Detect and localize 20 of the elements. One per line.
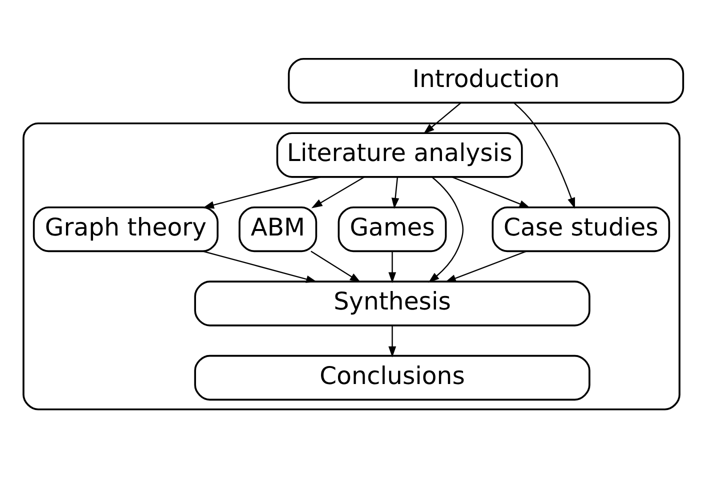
- arrow: [452, 176, 530, 208]
- arrow: [388, 250, 396, 283]
- node-box: Literature analysis: [276, 132, 523, 178]
- arrow: [428, 176, 464, 282]
- arrow: [311, 176, 365, 208]
- arrow: [445, 250, 527, 282]
- node-box: Case studies: [492, 206, 670, 252]
- node-box: Introduction: [288, 57, 684, 104]
- arrow: [310, 250, 361, 282]
- arrow: [392, 176, 400, 208]
- arrow: [514, 102, 575, 208]
- node-box: Graph theory: [32, 206, 219, 252]
- arrow: [202, 250, 318, 282]
- node-box: ABM: [238, 206, 318, 252]
- node-box: Games: [338, 206, 447, 252]
- node-box: Conclusions: [194, 354, 590, 400]
- arrow: [388, 325, 396, 357]
- node-box: Synthesis: [194, 280, 590, 326]
- arrow: [423, 102, 462, 134]
- arrow: [202, 176, 321, 208]
